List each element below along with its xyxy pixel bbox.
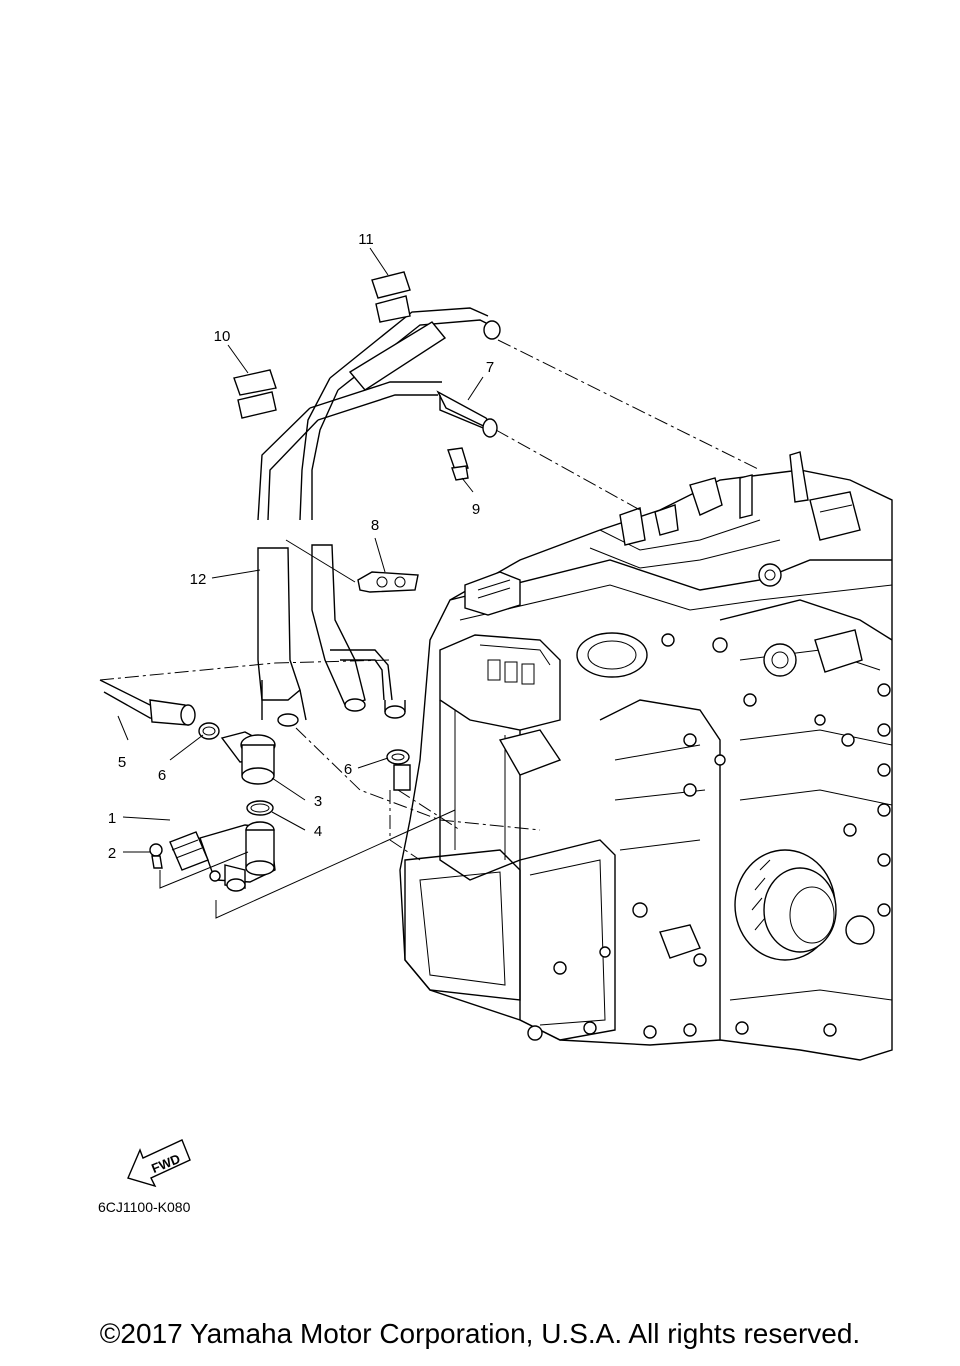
engine-block [399,451,893,1061]
part-label-6-right: 6 [344,761,352,778]
drawing-code: 6CJ1100-K080 [98,1199,191,1215]
copyright-notice: ©2017 Yamaha Motor Corporation, U.S.A. A… [99,1318,861,1349]
part-label-9: 9 [472,501,480,518]
part-label-2: 2 [108,845,116,862]
part-label-7: 7 [486,359,494,376]
part-label-5: 5 [118,754,126,771]
part-label-11: 11 [358,231,374,248]
callout-leaders [117,247,484,853]
part-labels: 1 2 3 4 5 6 6 7 8 9 10 11 12 [108,231,494,862]
part-label-3: 3 [314,793,322,810]
hose-assembly [99,271,761,919]
part-label-10: 10 [214,328,231,345]
part-label-1: 1 [108,810,116,827]
part-label-8: 8 [371,517,379,534]
part-label-6-left: 6 [158,767,166,784]
fwd-arrow-icon: FWD [127,1139,191,1188]
part-label-4: 4 [314,823,322,840]
part-label-12: 12 [190,571,207,588]
